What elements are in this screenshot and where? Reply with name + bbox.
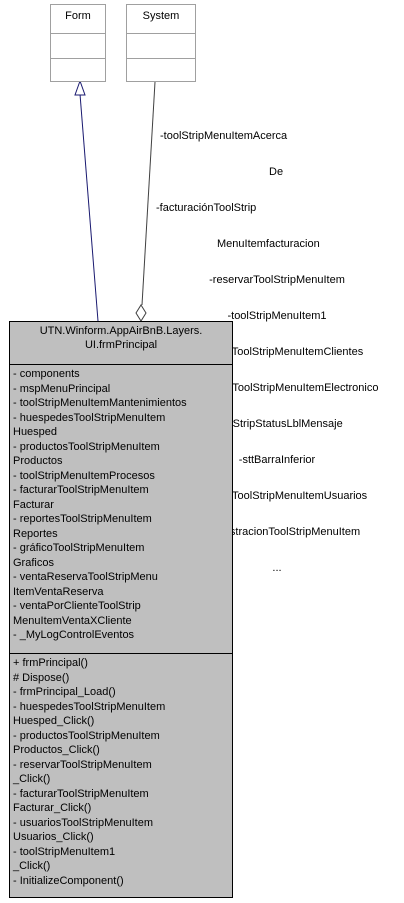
attribute-item: - toolStripMenuItemMantenimientos: [13, 397, 187, 409]
operations-list: + frmPrincipal() # Dispose() - frmPrincipa…: [13, 656, 230, 888]
system-class-separator-2: [127, 58, 195, 59]
form-class-separator-2: [51, 58, 105, 59]
form-class-separator-1: [51, 33, 105, 34]
operation-item: - productosToolStripMenuItem: [13, 729, 160, 742]
generalization-arrowhead: [74, 79, 86, 96]
association-label: ...: [272, 562, 282, 574]
attribute-item: Facturar: [13, 498, 54, 511]
association-label: -clientesToolStripMenuItemClientes: [190, 346, 364, 358]
attribute-item: Productos: [13, 455, 63, 467]
operation-item: + frmPrincipal(): [13, 657, 88, 669]
header-separator: [10, 364, 232, 365]
frmprincipal-class-name: UTN.Winform.AppAirBnB.Layers. UI.frmPrin…: [10, 322, 232, 352]
system-class-name: System: [142, 10, 180, 22]
operation-item: # Dispose(): [13, 671, 70, 684]
association-label: -toolStripMenuItem1: [227, 310, 327, 322]
generalization-line: [79, 93, 99, 322]
operation-item: - huespedesToolStripMenuItem: [13, 700, 166, 713]
attribute-item: - components: [13, 368, 80, 380]
operation-item: Huesped_Click(): [13, 715, 95, 727]
association-label: -administracionToolStripMenuItem: [193, 526, 361, 538]
attribute-item: - ventaPorClienteToolStrip: [13, 600, 141, 612]
operation-item: - usuariosToolStripMenuItem: [13, 816, 154, 829]
attributes-separator: [10, 653, 232, 654]
attribute-item: - toolStripMenuItemProcesos: [13, 469, 155, 482]
association-line: [141, 81, 156, 306]
attribute-item: - ventaReservaToolStripMenu: [13, 571, 158, 583]
operation-item: _Click(): [13, 860, 51, 872]
association-label: De: [269, 166, 284, 178]
operation-item: Usuarios_Click(): [13, 831, 94, 843]
attribute-item: - reportesToolStripMenuItem: [13, 513, 152, 525]
attribute-item: ItemVentaReserva: [13, 585, 104, 598]
frmprincipal-class-box[interactable]: UTN.Winform.AppAirBnB.Layers. UI.frmPrin…: [9, 321, 233, 898]
form-class-name: Form: [65, 10, 91, 22]
attribute-item: Graficos: [13, 556, 54, 569]
operation-item: - frmPrincipal_Load(): [13, 686, 116, 698]
association-label: MenuItemfacturacion: [217, 238, 320, 250]
operation-item: _Click(): [13, 773, 51, 785]
attribute-item: MenuItemVentaXCliente: [13, 614, 132, 627]
attribute-item: - gráficoToolStripMenuItem: [13, 542, 145, 554]
attribute-item: Huesped: [13, 426, 58, 438]
operation-item: - InitializeComponent(): [13, 874, 124, 887]
operation-item: - facturarToolStripMenuItem: [13, 787, 149, 800]
operation-item: Facturar_Click(): [13, 802, 92, 814]
class-name-line-1: UTN.Winform.AppAirBnB.Layers.: [39, 325, 203, 337]
attribute-item: Reportes: [13, 527, 58, 540]
class-name-line-2: UI.frmPrincipal: [84, 339, 158, 351]
attribute-item: - huespedesToolStripMenuItem: [13, 411, 166, 424]
attribute-item: - mspMenuPrincipal: [13, 382, 111, 395]
form-class-box[interactable]: Form: [50, 4, 106, 82]
association-label: -toolStripStatusLblMensaje: [211, 418, 343, 430]
attribute-item: - facturarToolStripMenuItem: [13, 484, 149, 496]
attribute-item: - _MyLogControlEventos: [13, 629, 135, 641]
operation-item: Productos_Click(): [13, 744, 100, 756]
association-label: -facturaciónToolStrip: [156, 202, 257, 214]
association-label: -toolStripMenuItemAcerca: [160, 130, 288, 142]
association-label: -sttBarraInferior: [238, 454, 316, 466]
attributes-list: - components - mspMenuPrincipal - toolStri…: [13, 367, 230, 643]
association-label: -reservarToolStripMenuItem: [209, 274, 345, 286]
system-class-box[interactable]: System: [126, 4, 196, 82]
operation-item: - reservarToolStripMenuItem: [13, 758, 152, 771]
system-class-separator-1: [127, 33, 195, 34]
attribute-item: - productosToolStripMenuItem: [13, 440, 160, 453]
aggregation-diamond: [135, 304, 147, 322]
operation-item: - toolStripMenuItem1: [13, 845, 116, 858]
